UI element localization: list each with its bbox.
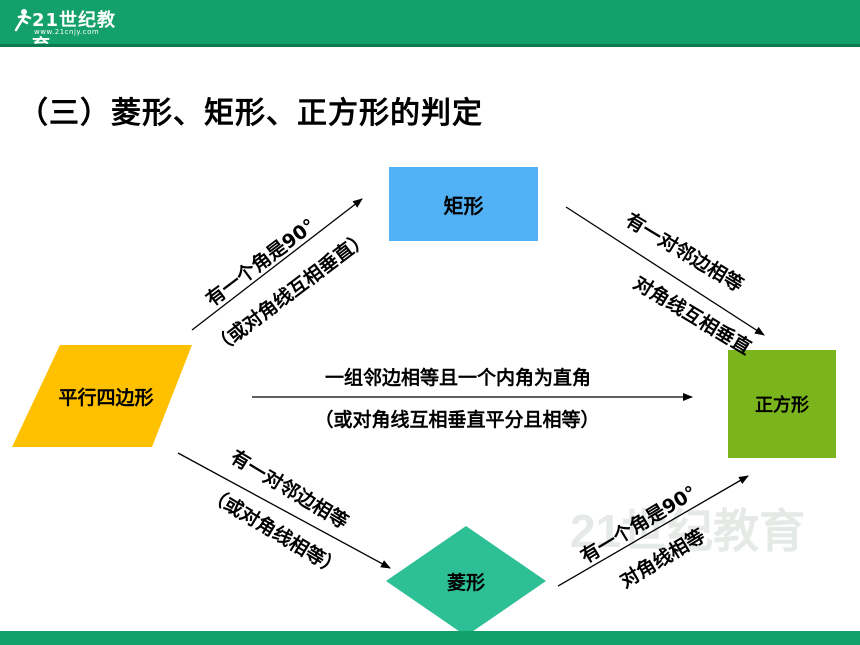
- arrow-rectangle-to-square: [565, 206, 765, 336]
- condition-para-square-line1: 一组邻边相等且一个内角为直角: [324, 367, 591, 389]
- rectangle-box: 矩形: [389, 167, 538, 241]
- logo: 21世纪教育 www.21cnjy.com: [12, 6, 122, 57]
- condition-para-square-line2: （或对角线互相垂直平分且相等）: [314, 409, 600, 431]
- footer-bar: [0, 631, 860, 645]
- parallelogram-shape: [12, 345, 192, 447]
- arrow-parallelogram-to-rectangle: [191, 198, 363, 331]
- rhombus-label: 菱形: [446, 571, 485, 594]
- arrow-rhombus-to-square: [557, 475, 749, 587]
- parallelogram-label: 平行四边形: [58, 386, 154, 409]
- rhombus-shape: [386, 526, 546, 636]
- header-divider: [0, 44, 860, 47]
- square-box: 正方形: [728, 350, 836, 458]
- watermark-text: 21世纪教育: [570, 505, 805, 557]
- arrow-parallelogram-to-rhombus: [177, 452, 391, 569]
- page-title: （三）菱形、矩形、正方形的判定: [18, 96, 483, 131]
- runner-logo-icon: [14, 9, 32, 32]
- header-bar: 21世纪教育 www.21cnjy.com: [0, 0, 860, 57]
- logo-site: www.21cnjy.com: [34, 28, 100, 36]
